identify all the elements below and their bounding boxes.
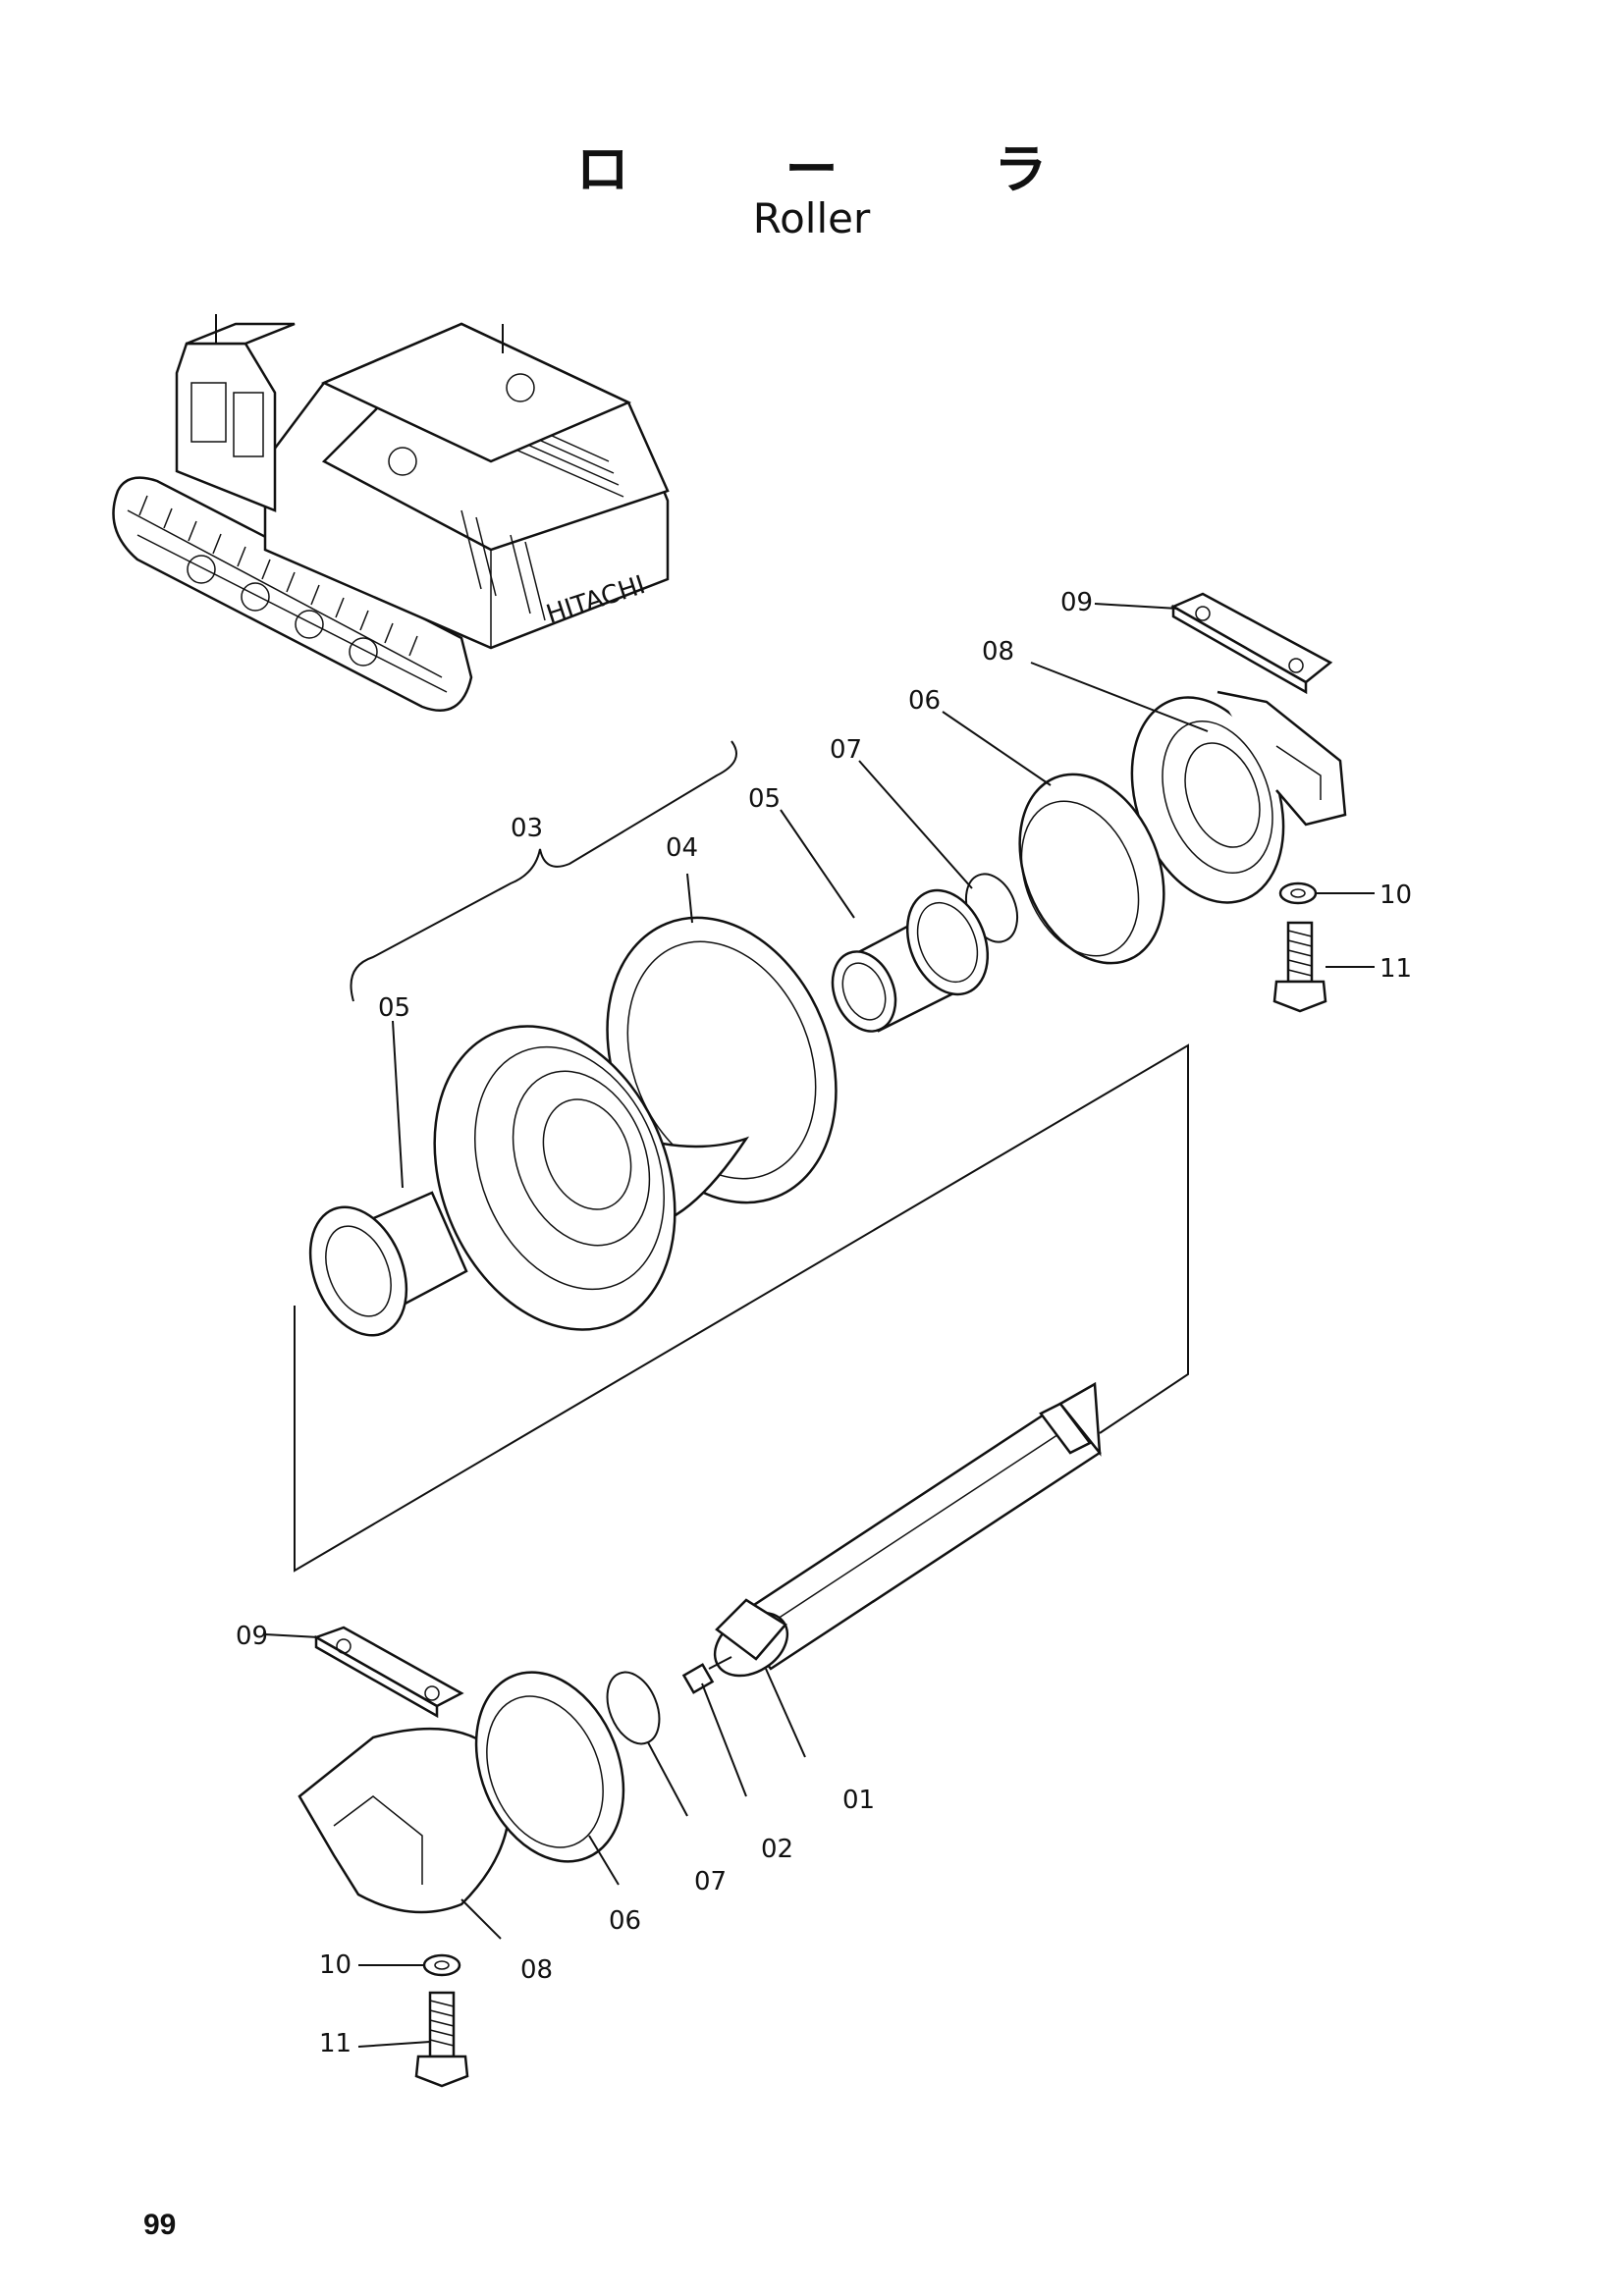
callout-05-top: 05: [748, 784, 781, 814]
callout-10-bottom: 10: [319, 1950, 352, 1980]
callout-07-top: 07: [830, 735, 862, 765]
callout-10-top: 10: [1380, 881, 1412, 910]
part-11-top-bolt: [1272, 921, 1327, 1013]
part-04-roller: [433, 916, 838, 1331]
page-title-english: Roller: [752, 194, 871, 242]
callout-08-top: 08: [982, 637, 1014, 667]
callout-04-roller: 04: [666, 833, 698, 863]
callout-11-top: 11: [1380, 954, 1412, 984]
leader-lines: [264, 603, 1375, 2048]
part-09-top-plate: [1170, 592, 1333, 695]
part-01-shaft: [713, 1381, 1102, 1678]
callout-11-bottom: 11: [319, 2029, 352, 2058]
part-02-plug: [681, 1656, 732, 1694]
assembly-frame: [294, 1043, 1189, 1573]
callout-09-top: 09: [1060, 588, 1093, 617]
callout-08-bottom: 08: [520, 1955, 553, 1985]
callout-05-left: 05: [378, 993, 410, 1023]
part-10-top-washer: [1278, 881, 1318, 905]
callout-06-bottom: 06: [609, 1906, 641, 1936]
part-05-top-bushing: [831, 888, 990, 1033]
callout-03-group: 03: [511, 814, 543, 843]
group-03-bracket: [350, 740, 737, 1002]
callout-09-bottom: 09: [236, 1622, 268, 1651]
part-10-bottom-washer: [422, 1953, 461, 1977]
callout-02-plug: 02: [761, 1835, 793, 1864]
excavator-illustration: HITACHI: [112, 314, 670, 712]
part-07-bottom-oring: [606, 1671, 661, 1745]
part-09-bottom-plate: [313, 1626, 464, 1719]
part-11-bottom-bolt: [414, 1991, 469, 2088]
callout-01-shaft: 01: [842, 1786, 875, 1815]
part-06-top-seal: [1018, 773, 1165, 965]
page-title-japanese: ロ ー ラ: [575, 138, 1116, 200]
part-06-bottom-seal: [474, 1671, 625, 1863]
part-05-left-bushing: [308, 1191, 468, 1337]
callout-06-top: 06: [908, 686, 941, 716]
page-number: 99: [143, 2209, 177, 2241]
callout-07-bottom: 07: [694, 1867, 727, 1896]
